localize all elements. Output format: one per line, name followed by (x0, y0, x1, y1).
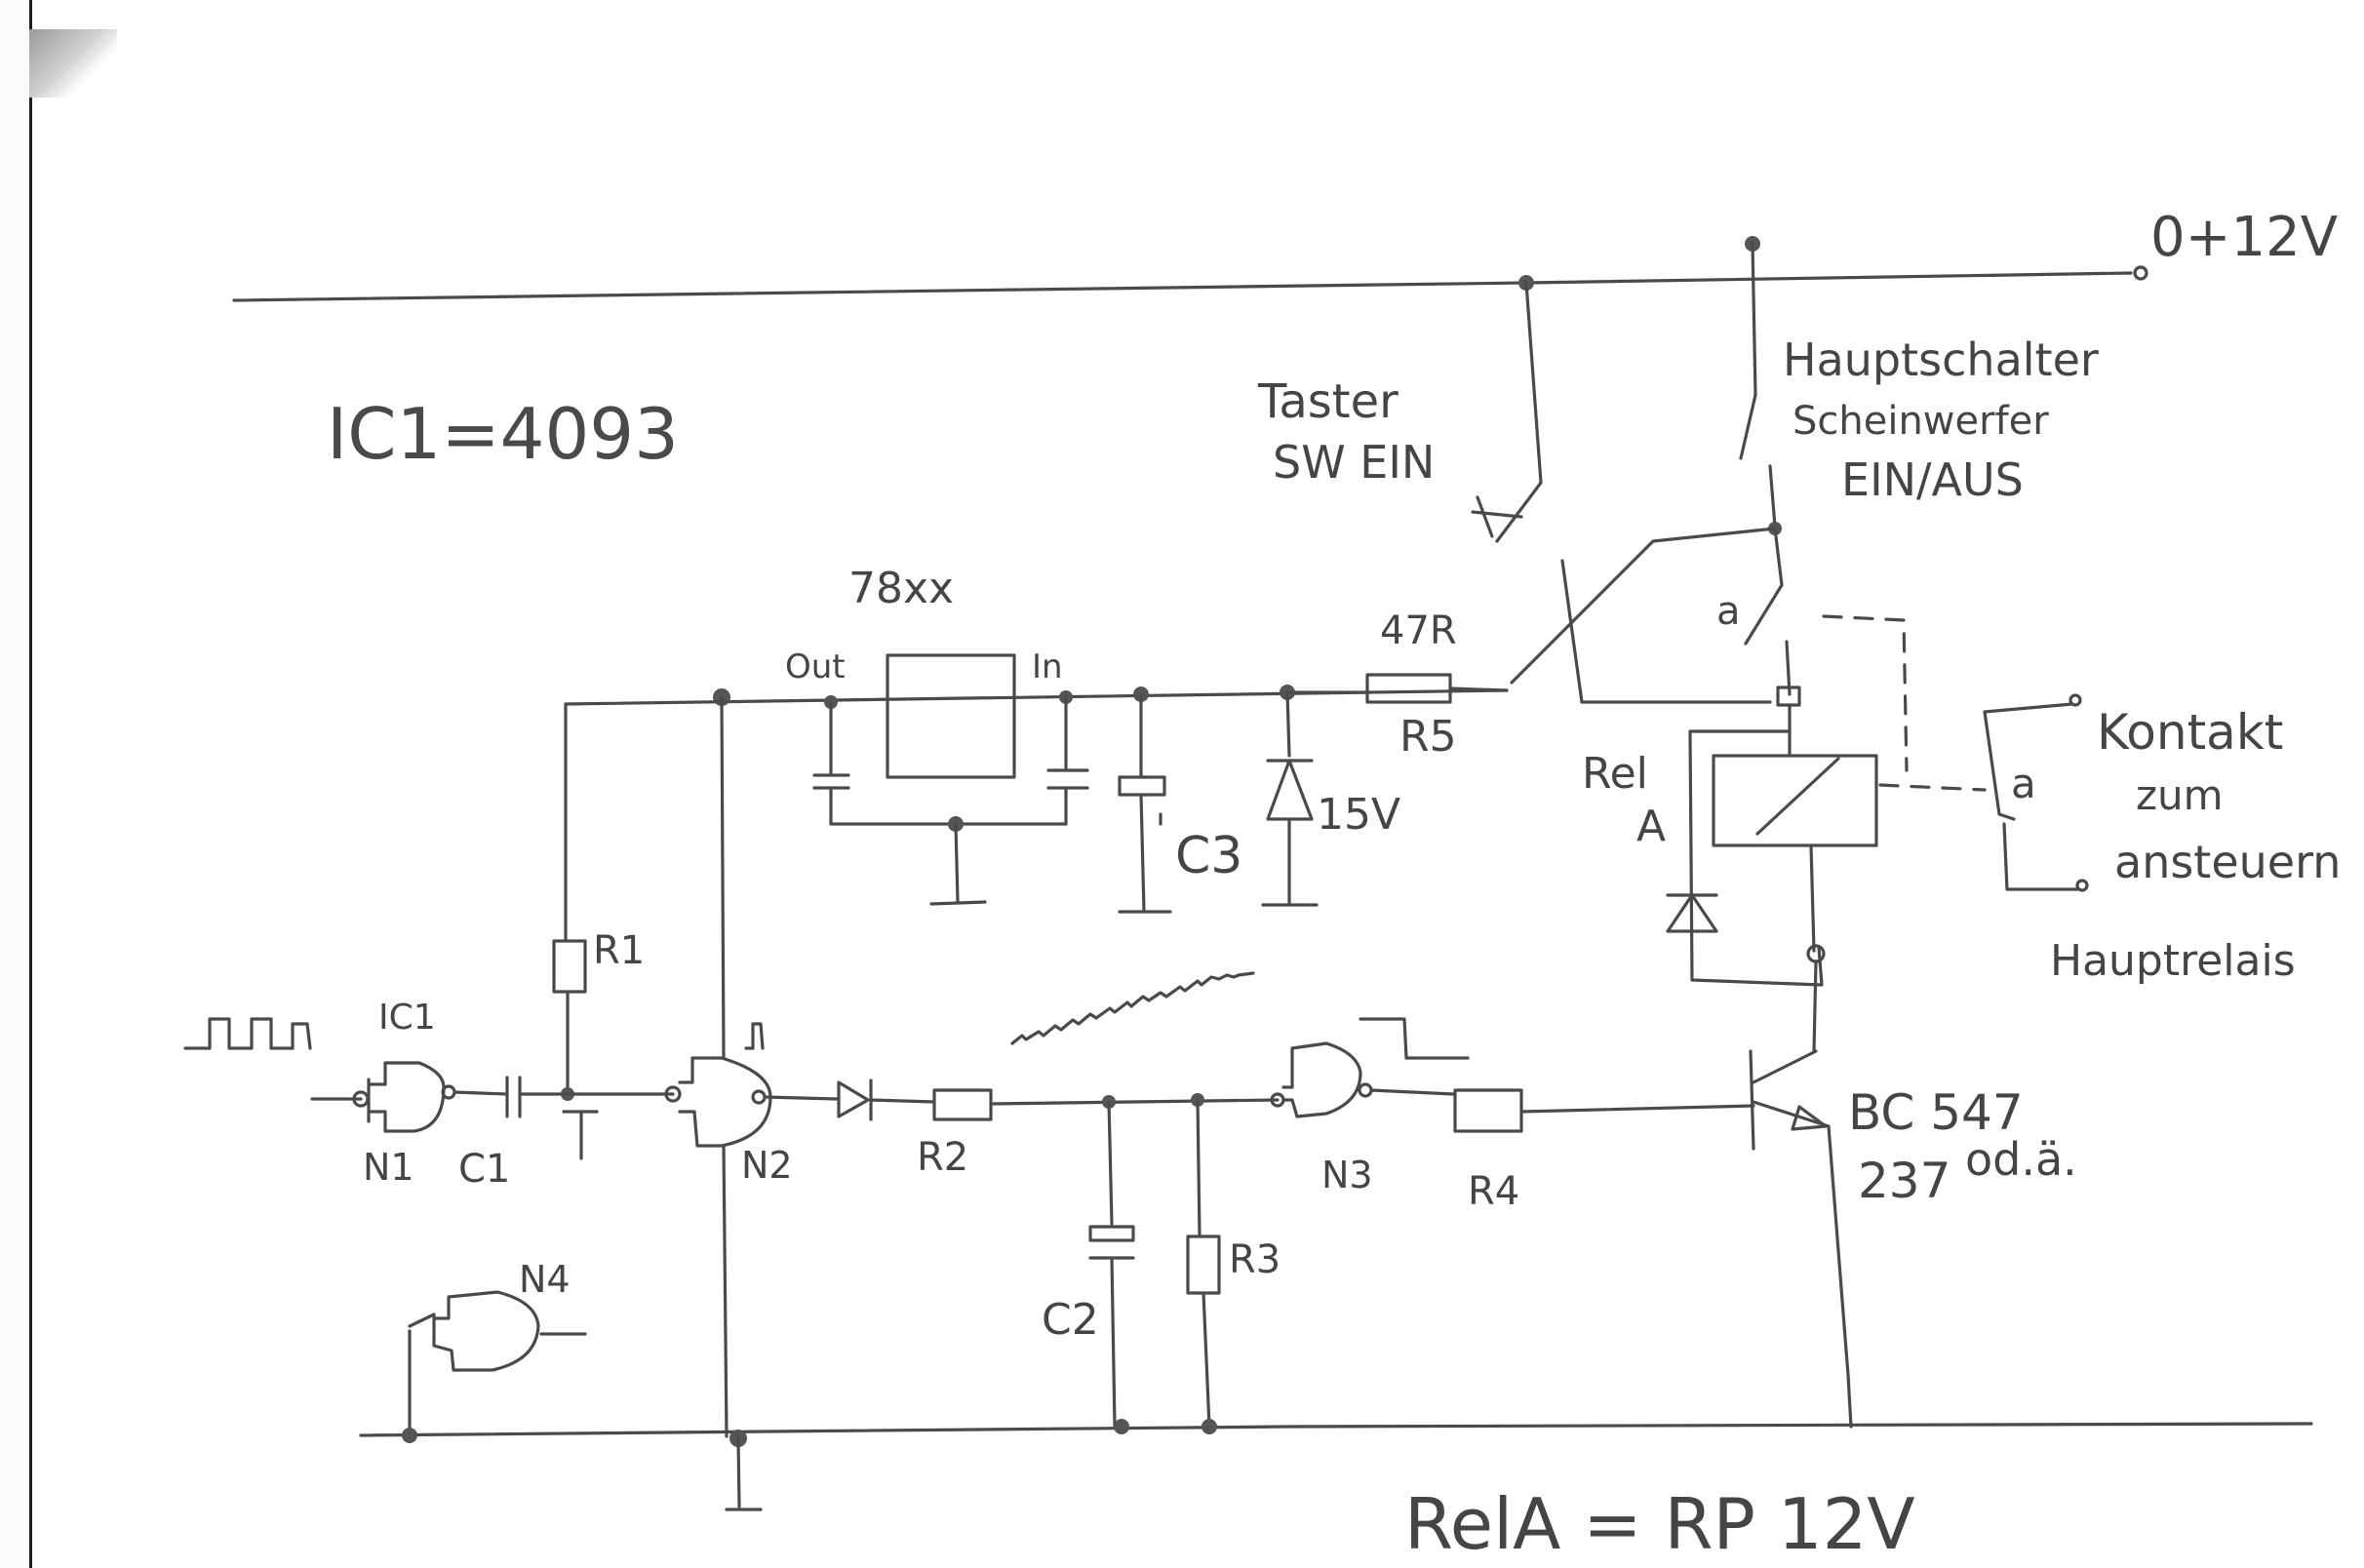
positive-rail (232, 271, 2133, 302)
relay-coil (1712, 754, 1878, 847)
r5-label: R5 (1399, 712, 1457, 762)
ramp-waveform (1010, 971, 1255, 1045)
gate-n4 (402, 1290, 587, 1443)
n4-label: N4 (519, 1258, 571, 1301)
c1-label: C1 (458, 1147, 510, 1192)
kontakt-label-line3: ansteuern (2114, 836, 2341, 888)
zener-label: 15V (1317, 790, 1400, 840)
relay-contact-a-label: a (1716, 589, 1741, 634)
main-switch (1510, 236, 1782, 685)
paper-corner-shadow (29, 29, 117, 98)
taster-switch (1471, 275, 1772, 704)
regulator-in-label: In (1032, 647, 1063, 686)
gate-n2 (664, 695, 772, 1511)
hauptschalter-label-line3: EIN/AUS (1841, 453, 2024, 506)
ic-title: IC1=4093 (327, 393, 679, 475)
taster-label-line1: Taster (1257, 374, 1399, 429)
resistor-r2 (932, 1088, 1280, 1121)
kontakt-label-line2: zum (2136, 771, 2224, 819)
transistor (1519, 1049, 1853, 1429)
resistor-r5 (1285, 673, 1509, 704)
c3-label: C3 (1175, 827, 1242, 885)
kontakt-contact-a-label: a (2011, 760, 2036, 807)
n1-label: N1 (363, 1146, 414, 1189)
regulator-out-label: Out (785, 647, 846, 686)
taster-label-line2: SW EIN (1273, 436, 1435, 489)
supply-voltage-label: 0+12V (2150, 206, 2338, 269)
relay-diode (1666, 893, 1718, 933)
input-pulse-waveform (183, 1017, 312, 1050)
zener-diode (1261, 690, 1319, 907)
resistor-r4 (1453, 1088, 1523, 1133)
transistor-label-line2: 237 (1858, 1153, 1950, 1209)
relay-label-line1: Rel (1582, 749, 1648, 799)
regulator-label: 78xx (848, 564, 954, 613)
relay-label-line2: A (1636, 802, 1666, 851)
ic1-label: IC1 (378, 998, 436, 1038)
r5-value-label: 47R (1380, 608, 1457, 653)
capacitor-c1 (505, 1076, 675, 1160)
r1-branch (552, 702, 587, 1101)
signal-diode (763, 1078, 936, 1121)
hauptschalter-label-line1: Hauptschalter (1783, 333, 2099, 386)
step-waveform (1359, 1017, 1470, 1060)
gate-n3 (1270, 1041, 1455, 1118)
hauptschalter-label-line2: Scheinwerfer (1793, 399, 2049, 444)
c2-label: C2 (1042, 1295, 1099, 1345)
relay-type-note: RelA = RP 12V (1404, 1483, 1915, 1565)
gate-n1 (310, 1061, 509, 1133)
relay-a (1688, 527, 1987, 1053)
transistor-label-line3: od.ä. (1965, 1133, 2077, 1186)
paper-sheet (29, 0, 2364, 1568)
capacitor-c2 (1088, 1095, 1135, 1434)
r2-label: R2 (917, 1135, 968, 1180)
resistor-r3 (1186, 1093, 1221, 1434)
r3-label: R3 (1229, 1237, 1280, 1282)
kontakt-output (1983, 693, 2089, 892)
transistor-label-line1: BC 547 (1848, 1084, 2024, 1141)
kontakt-label-line4: Hauptrelais (2050, 936, 2296, 986)
ground-rail (359, 1422, 2313, 1437)
supply-terminal (2133, 265, 2148, 281)
r1-label: R1 (593, 928, 645, 973)
kontakt-label-line1: Kontakt (2097, 704, 2283, 761)
n2-label: N2 (741, 1144, 793, 1187)
r4-label: R4 (1468, 1169, 1519, 1214)
n3-label: N3 (1321, 1154, 1373, 1196)
